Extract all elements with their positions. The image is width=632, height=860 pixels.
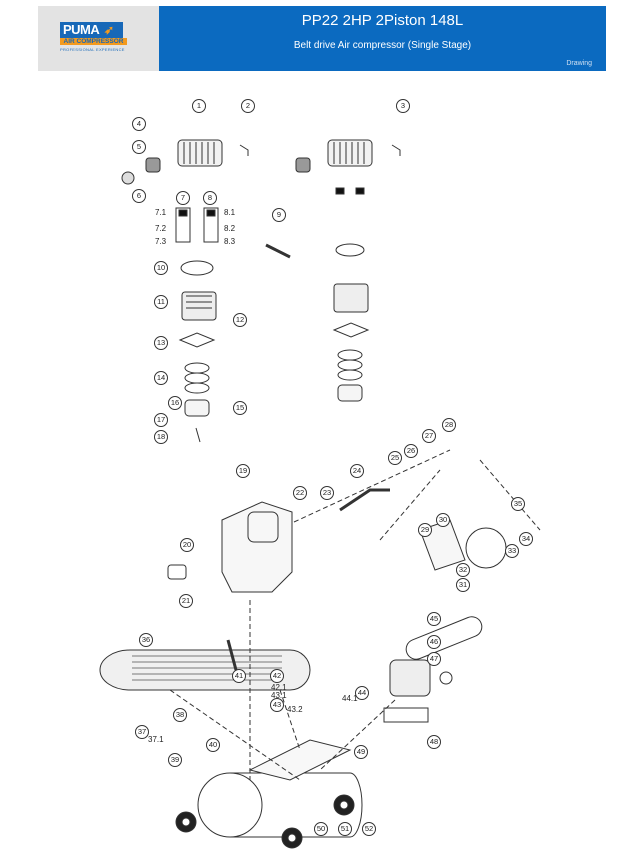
callout-18: 18 (154, 430, 168, 444)
sublabel-37-1: 37.1 (148, 735, 164, 744)
sublabel-8-3: 8.3 (224, 237, 236, 246)
header: PUMA ➶ AIR COMPRESSOR PROFESSIONAL EXPER… (38, 6, 606, 71)
callout-26: 26 (404, 444, 418, 458)
callout-31: 31 (456, 578, 470, 592)
callout-33: 33 (505, 544, 519, 558)
cylinder-head-left (121, 139, 249, 443)
logo-slogan: PROFESSIONAL EXPERIENCE (60, 47, 125, 52)
callout-52: 52 (362, 822, 376, 836)
callout-30: 30 (436, 513, 450, 527)
tank-assembly (99, 600, 483, 849)
callout-42: 42 (270, 669, 284, 683)
callout-25: 25 (388, 451, 402, 465)
callout-8: 8 (203, 191, 217, 205)
sublabel-44-1: 44.1 (342, 694, 358, 703)
sublabel-43-2: 43.2 (287, 705, 303, 714)
callout-13: 13 (154, 336, 168, 350)
sublabel-8-1: 8.1 (224, 208, 236, 217)
callout-40: 40 (206, 738, 220, 752)
callout-46: 46 (427, 635, 441, 649)
callout-6: 6 (132, 189, 146, 203)
brand-logo: PUMA ➶ AIR COMPRESSOR PROFESSIONAL EXPER… (38, 6, 159, 71)
callout-3: 3 (396, 99, 410, 113)
callout-19: 19 (236, 464, 250, 478)
callout-49: 49 (354, 745, 368, 759)
callout-45: 45 (427, 612, 441, 626)
callout-11: 11 (154, 295, 168, 309)
sublabel-7-1: 7.1 (155, 208, 167, 217)
callout-17: 17 (154, 413, 168, 427)
callout-10: 10 (154, 261, 168, 275)
callout-12: 12 (233, 313, 247, 327)
sublabel-8-2: 8.2 (224, 224, 236, 233)
sublabel-7-3: 7.3 (155, 237, 167, 246)
callout-7: 7 (176, 191, 190, 205)
callout-36: 36 (139, 633, 153, 647)
page-title: PP22 2HP 2Piston 148L (301, 12, 464, 29)
callout-22: 22 (293, 486, 307, 500)
cylinder-head-right (265, 139, 401, 402)
callout-34: 34 (519, 532, 533, 546)
callout-32: 32 (456, 563, 470, 577)
callout-48: 48 (427, 735, 441, 749)
callout-37: 37 (135, 725, 149, 739)
callout-44: 44 (355, 686, 369, 700)
callout-5: 5 (132, 140, 146, 154)
callout-27: 27 (422, 429, 436, 443)
sublabel-42-1: 42.1 (271, 683, 287, 692)
callout-16: 16 (168, 396, 182, 410)
page-subtitle: Belt drive Air compressor (Single Stage) (293, 40, 472, 51)
callout-47: 47 (427, 652, 441, 666)
callout-35: 35 (511, 497, 525, 511)
title-banner: PP22 2HP 2Piston 148L Belt drive Air com… (159, 6, 606, 71)
callout-51: 51 (338, 822, 352, 836)
logo-tagline: AIR COMPRESSOR (60, 38, 127, 45)
sublabel-43-1: 43.1 (271, 691, 287, 700)
callout-23: 23 (320, 486, 334, 500)
logo-brand: PUMA (60, 22, 123, 38)
callout-1: 1 (192, 99, 206, 113)
callout-39: 39 (168, 753, 182, 767)
drawing-tag: Drawing (566, 60, 592, 67)
callout-4: 4 (132, 117, 146, 131)
callout-14: 14 (154, 371, 168, 385)
sublabel-7-2: 7.2 (155, 224, 167, 233)
callout-9: 9 (272, 208, 286, 222)
callout-2: 2 (241, 99, 255, 113)
callout-28: 28 (442, 418, 456, 432)
callout-21: 21 (179, 594, 193, 608)
callout-43: 43 (270, 698, 284, 712)
callout-15: 15 (233, 401, 247, 415)
callout-24: 24 (350, 464, 364, 478)
callout-41: 41 (232, 669, 246, 683)
logo-swoosh-icon: ➶ (104, 23, 115, 37)
callout-50: 50 (314, 822, 328, 836)
callout-29: 29 (418, 523, 432, 537)
callout-38: 38 (173, 708, 187, 722)
callout-20: 20 (180, 538, 194, 552)
